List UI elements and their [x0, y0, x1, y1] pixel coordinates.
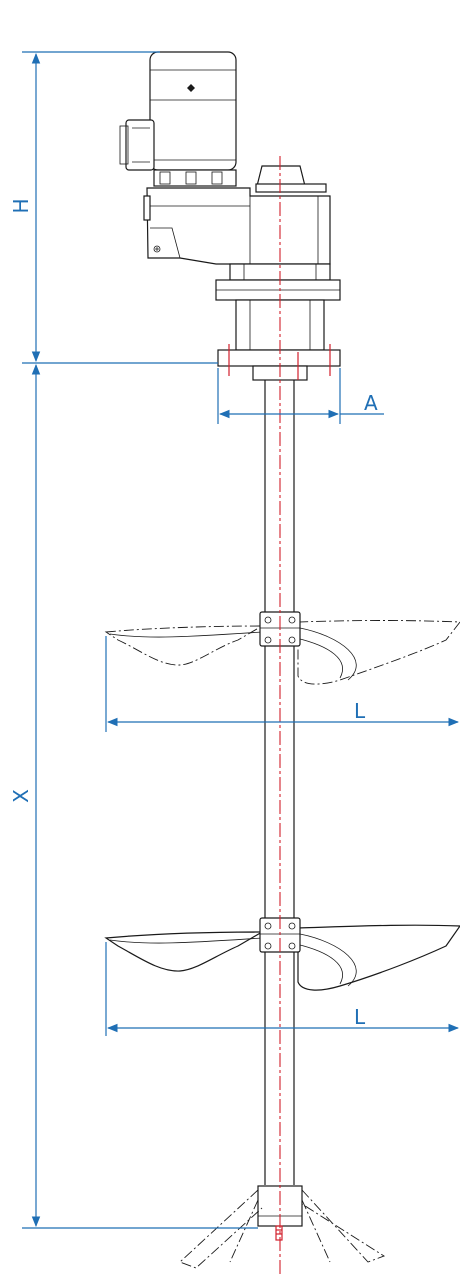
bottom-stabilizer-legs — [179, 1189, 386, 1269]
terminal-box — [119, 119, 155, 171]
upper-impeller — [104, 611, 460, 685]
label-h: H — [9, 198, 33, 213]
motor-flange — [153, 169, 237, 187]
lower-impeller — [104, 917, 460, 991]
label-l-lower: L — [354, 1005, 366, 1029]
label-x: X — [9, 789, 33, 803]
dimension-x — [22, 363, 258, 1229]
output-cap — [255, 165, 327, 193]
motor — [149, 51, 237, 171]
gearbox — [143, 187, 331, 265]
shaft — [264, 380, 295, 1185]
label-l-upper: L — [354, 699, 366, 723]
label-a: A — [364, 391, 378, 415]
bottom-pin — [275, 1225, 283, 1241]
dimension-l-lower — [105, 942, 460, 1036]
dimension-a — [217, 368, 384, 424]
top-flange — [215, 279, 341, 301]
dimension-h — [22, 51, 218, 364]
dimension-l-upper — [105, 636, 460, 732]
